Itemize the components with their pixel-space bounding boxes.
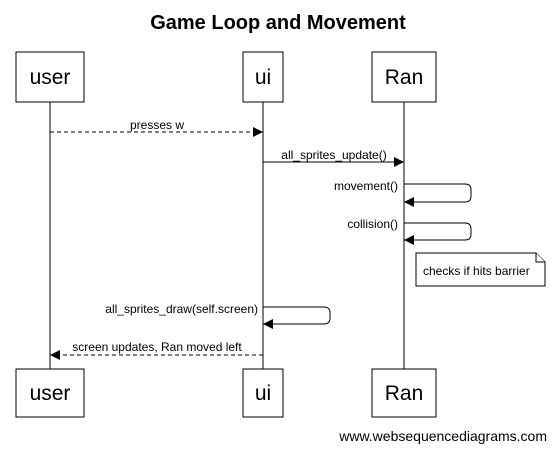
participant-label: ui — [255, 66, 271, 89]
message-movement: movement() — [334, 179, 472, 207]
participant-label: user — [30, 66, 71, 89]
participant-ran-top: Ran — [371, 51, 437, 103]
message-label: movement() — [334, 179, 398, 193]
participant-ui-bottom: ui — [242, 368, 284, 418]
message-collision: collision() — [347, 217, 472, 245]
participant-ran-bottom: Ran — [371, 368, 437, 418]
message-label: screen updates, Ran moved left — [72, 340, 242, 354]
participant-ui-top: ui — [242, 51, 284, 103]
watermark-text: www.websequencediagrams.com — [338, 428, 547, 444]
message-label: presses w — [130, 118, 184, 132]
participant-label: Ran — [385, 382, 424, 405]
message-label: collision() — [347, 217, 398, 231]
note-checks-barrier: checks if hits barrier — [415, 252, 546, 287]
message-screen-updates: screen updates, Ran moved left — [50, 340, 263, 360]
participant-user-bottom: user — [15, 368, 85, 418]
participant-label: ui — [255, 382, 271, 405]
message-presses-w: presses w — [50, 118, 263, 137]
message-all-sprites-update: all_sprites_update() — [263, 148, 404, 167]
participant-user-top: user — [15, 51, 85, 103]
message-all-sprites-draw: all_sprites_draw(self.screen) — [105, 302, 331, 329]
message-label: all_sprites_draw(self.screen) — [105, 302, 258, 316]
participant-label: user — [30, 382, 71, 405]
participant-label: Ran — [385, 66, 424, 89]
message-label: all_sprites_update() — [281, 148, 386, 162]
diagram-title: Game Loop and Movement — [150, 12, 406, 34]
note-label: checks if hits barrier — [423, 264, 530, 278]
